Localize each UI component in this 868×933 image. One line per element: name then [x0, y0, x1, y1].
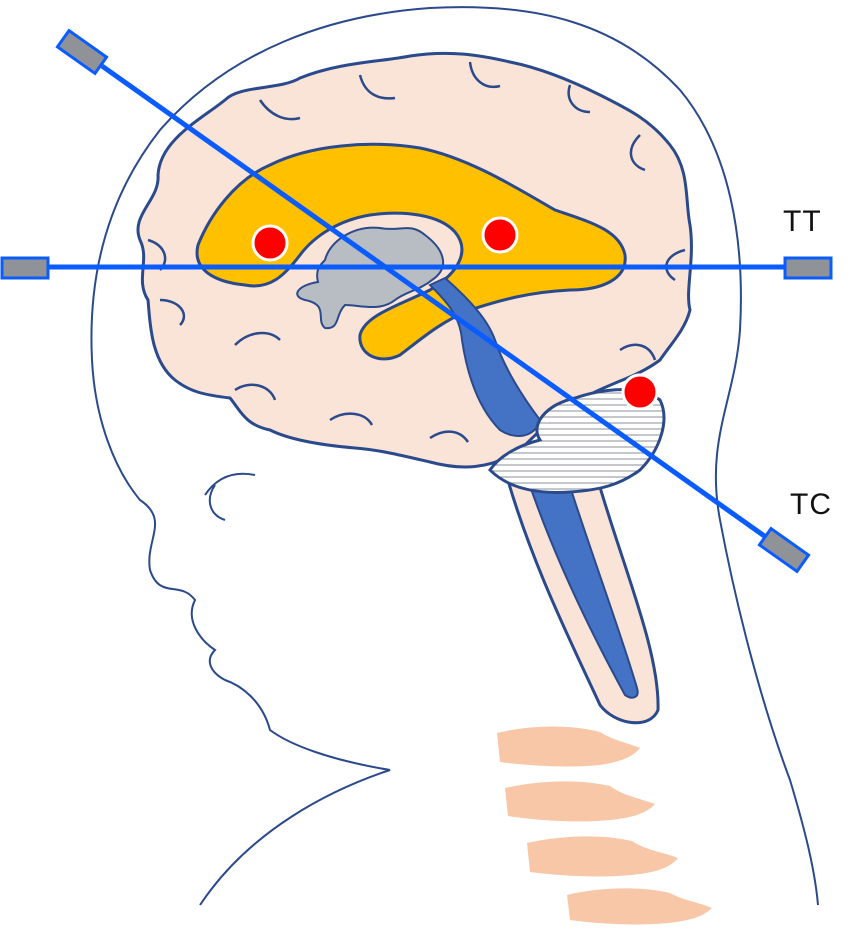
tc-probe-bottom [757, 526, 811, 574]
tt-probe-left [0, 256, 50, 280]
vertebra [567, 888, 712, 925]
marker-dot [481, 216, 519, 254]
tc-probe-top [55, 28, 109, 76]
vertebra [497, 726, 640, 767]
third-ventricle [296, 226, 445, 330]
brain-sulci [147, 61, 686, 443]
marker-dot [251, 224, 289, 262]
vertebra [505, 781, 655, 822]
marker-dot [621, 373, 659, 411]
tc-plane-line [100, 63, 772, 543]
tt-probe-right [783, 256, 833, 280]
ear-outline [204, 472, 256, 521]
central-canal [526, 479, 639, 699]
head-outline [90, 6, 819, 906]
cerebellum [488, 388, 666, 494]
tc-plane-label: TC [790, 488, 832, 521]
cervical-vertebrae [497, 726, 712, 925]
vertebra [527, 836, 678, 877]
tt-plane-label: TT [783, 205, 822, 238]
